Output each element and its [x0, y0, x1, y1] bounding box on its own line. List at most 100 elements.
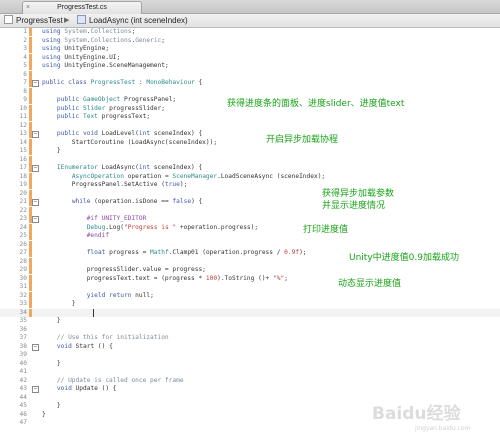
watermark-logo: Baidu经验	[372, 399, 482, 424]
code-line[interactable]: 20	[0, 189, 500, 198]
code-line[interactable]: 34	[0, 308, 500, 317]
change-marker	[29, 266, 32, 274]
code-text: public Slider progressSlider;	[56, 104, 165, 112]
change-marker	[29, 232, 32, 240]
code-text: public class ProgressTest : MonoBehaviou…	[42, 79, 203, 86]
code-line[interactable]: 44	[0, 394, 500, 402]
fold-toggle-icon[interactable]: −	[32, 199, 39, 206]
code-text: progressText.text = (progress * 100).ToS…	[42, 274, 288, 282]
code-text: }	[42, 402, 61, 409]
annotation-coroutine: 开启异步加载协程	[266, 135, 339, 145]
line-number: 47	[19, 419, 27, 426]
code-line[interactable]: 11 public Text progressText;	[0, 113, 500, 121]
change-marker	[29, 283, 32, 291]
code-line[interactable]: 8	[0, 87, 500, 96]
code-line[interactable]: 13− public void LoadLevel(int sceneIndex…	[0, 130, 500, 138]
code-text: while (operation.isDone == false) {	[71, 198, 203, 205]
watermark-logo-text: Baidu经验	[372, 404, 461, 424]
breadcrumb-class[interactable]: ProgressTest	[4, 15, 63, 26]
change-marker	[29, 223, 32, 232]
fold-toggle-icon[interactable]: −	[32, 216, 39, 223]
code-text: }	[42, 359, 61, 367]
change-marker	[29, 79, 32, 87]
code-line[interactable]: 25 #endif	[0, 232, 500, 240]
code-line[interactable]: 36	[0, 326, 500, 334]
code-line[interactable]: 29 progressSlider.value = progress;	[0, 266, 500, 274]
code-line[interactable]: 43− void Update () {	[0, 385, 500, 393]
code-line[interactable]: 18 AsyncOperation operation = SceneManag…	[0, 172, 500, 181]
line-number: 34	[19, 308, 27, 316]
code-text: #endif	[42, 232, 110, 239]
line-number: 22	[19, 206, 27, 214]
code-line[interactable]: 38− void Start () {	[0, 343, 500, 351]
code-text: void Start () {	[56, 342, 113, 350]
code-line[interactable]: 30 progressText.text = (progress * 100).…	[0, 274, 500, 283]
fold-toggle-icon[interactable]: −	[32, 80, 39, 87]
fold-toggle-icon[interactable]: −	[32, 386, 39, 393]
code-line[interactable]: 12	[0, 121, 500, 130]
code-text: // Update is called once per frame	[42, 376, 184, 384]
annotation-unity-progress: Unity中进度值0.9加载成功	[349, 253, 459, 263]
close-icon[interactable]: ×	[26, 4, 31, 11]
code-line[interactable]: 37 // Use this for initialization	[0, 334, 500, 342]
change-marker	[29, 45, 32, 53]
fold-toggle-icon[interactable]: −	[32, 165, 39, 172]
line-number: 17	[19, 164, 27, 171]
line-number: 8	[23, 87, 27, 95]
fold-toggle-icon[interactable]: −	[32, 131, 39, 138]
line-number: 25	[19, 232, 27, 239]
code-line[interactable]: 31	[0, 283, 500, 291]
line-number: 41	[19, 368, 27, 375]
line-number: 24	[19, 223, 27, 231]
code-line[interactable]: 35 }	[0, 317, 500, 325]
code-text: public Text progressText;	[56, 113, 151, 120]
line-number: 9	[23, 96, 27, 103]
line-number: 33	[19, 300, 27, 307]
fold-toggle-icon[interactable]: −	[32, 343, 39, 351]
code-line[interactable]: 33 }	[0, 300, 500, 308]
code-text: }	[42, 300, 76, 307]
code-line[interactable]: 22	[0, 206, 500, 215]
code-line[interactable]: 14 StartCoroutine (LoadAsync(sceneIndex)…	[0, 138, 500, 147]
code-line[interactable]: 16	[0, 155, 500, 164]
breadcrumb-method[interactable]: LoadAsync (int sceneIndex)	[77, 15, 188, 26]
tab-progresstest[interactable]: × ProgressTest.cs	[22, 1, 142, 14]
code-line[interactable]: 40 }	[0, 360, 500, 368]
change-marker	[29, 206, 32, 215]
code-line[interactable]: 45 }	[0, 402, 500, 410]
code-line[interactable]: 41	[0, 368, 500, 376]
code-line[interactable]: 39	[0, 351, 500, 359]
change-marker	[29, 198, 32, 206]
code-line[interactable]: 46}	[0, 411, 500, 419]
code-line[interactable]: 21− while (operation.isDone == false) {	[0, 198, 500, 206]
code-line[interactable]: 9 public GameObject ProgressPanel;	[0, 96, 500, 104]
line-number: 42	[19, 376, 27, 384]
code-text: public GameObject ProgressPanel;	[56, 96, 177, 103]
code-line[interactable]: 23− #if UNITY_EDITOR	[0, 215, 500, 223]
code-line[interactable]: 6	[0, 70, 500, 79]
code-line[interactable]: 19 ProgressPanel.SetActive (true);	[0, 181, 500, 189]
code-line[interactable]: 27 float progress = Mathf.Clamp01 (opera…	[0, 249, 500, 257]
code-line[interactable]: 24 Debug.Log("Progress is " +operation.p…	[0, 223, 500, 232]
code-line[interactable]: 47	[0, 419, 500, 427]
change-marker	[29, 104, 32, 113]
code-line[interactable]: 28	[0, 257, 500, 266]
change-marker	[29, 155, 32, 164]
code-line[interactable]: 17− IEnumerator LoadAsync(int sceneIndex…	[0, 164, 500, 172]
change-marker	[29, 130, 32, 138]
code-text: }	[42, 147, 61, 154]
code-line[interactable]: 10 public Slider progressSlider;	[0, 104, 500, 113]
code-line[interactable]: 26	[0, 240, 500, 249]
line-number: 20	[19, 189, 27, 197]
code-line[interactable]: 32 yield return null;	[0, 291, 500, 300]
code-line[interactable]: 7−public class ProgressTest : MonoBehavi…	[0, 79, 500, 87]
code-line[interactable]: 42 // Update is called once per frame	[0, 377, 500, 385]
line-number: 4	[23, 53, 27, 61]
code-line[interactable]: 15 }	[0, 147, 500, 155]
line-number: 1	[23, 28, 27, 35]
